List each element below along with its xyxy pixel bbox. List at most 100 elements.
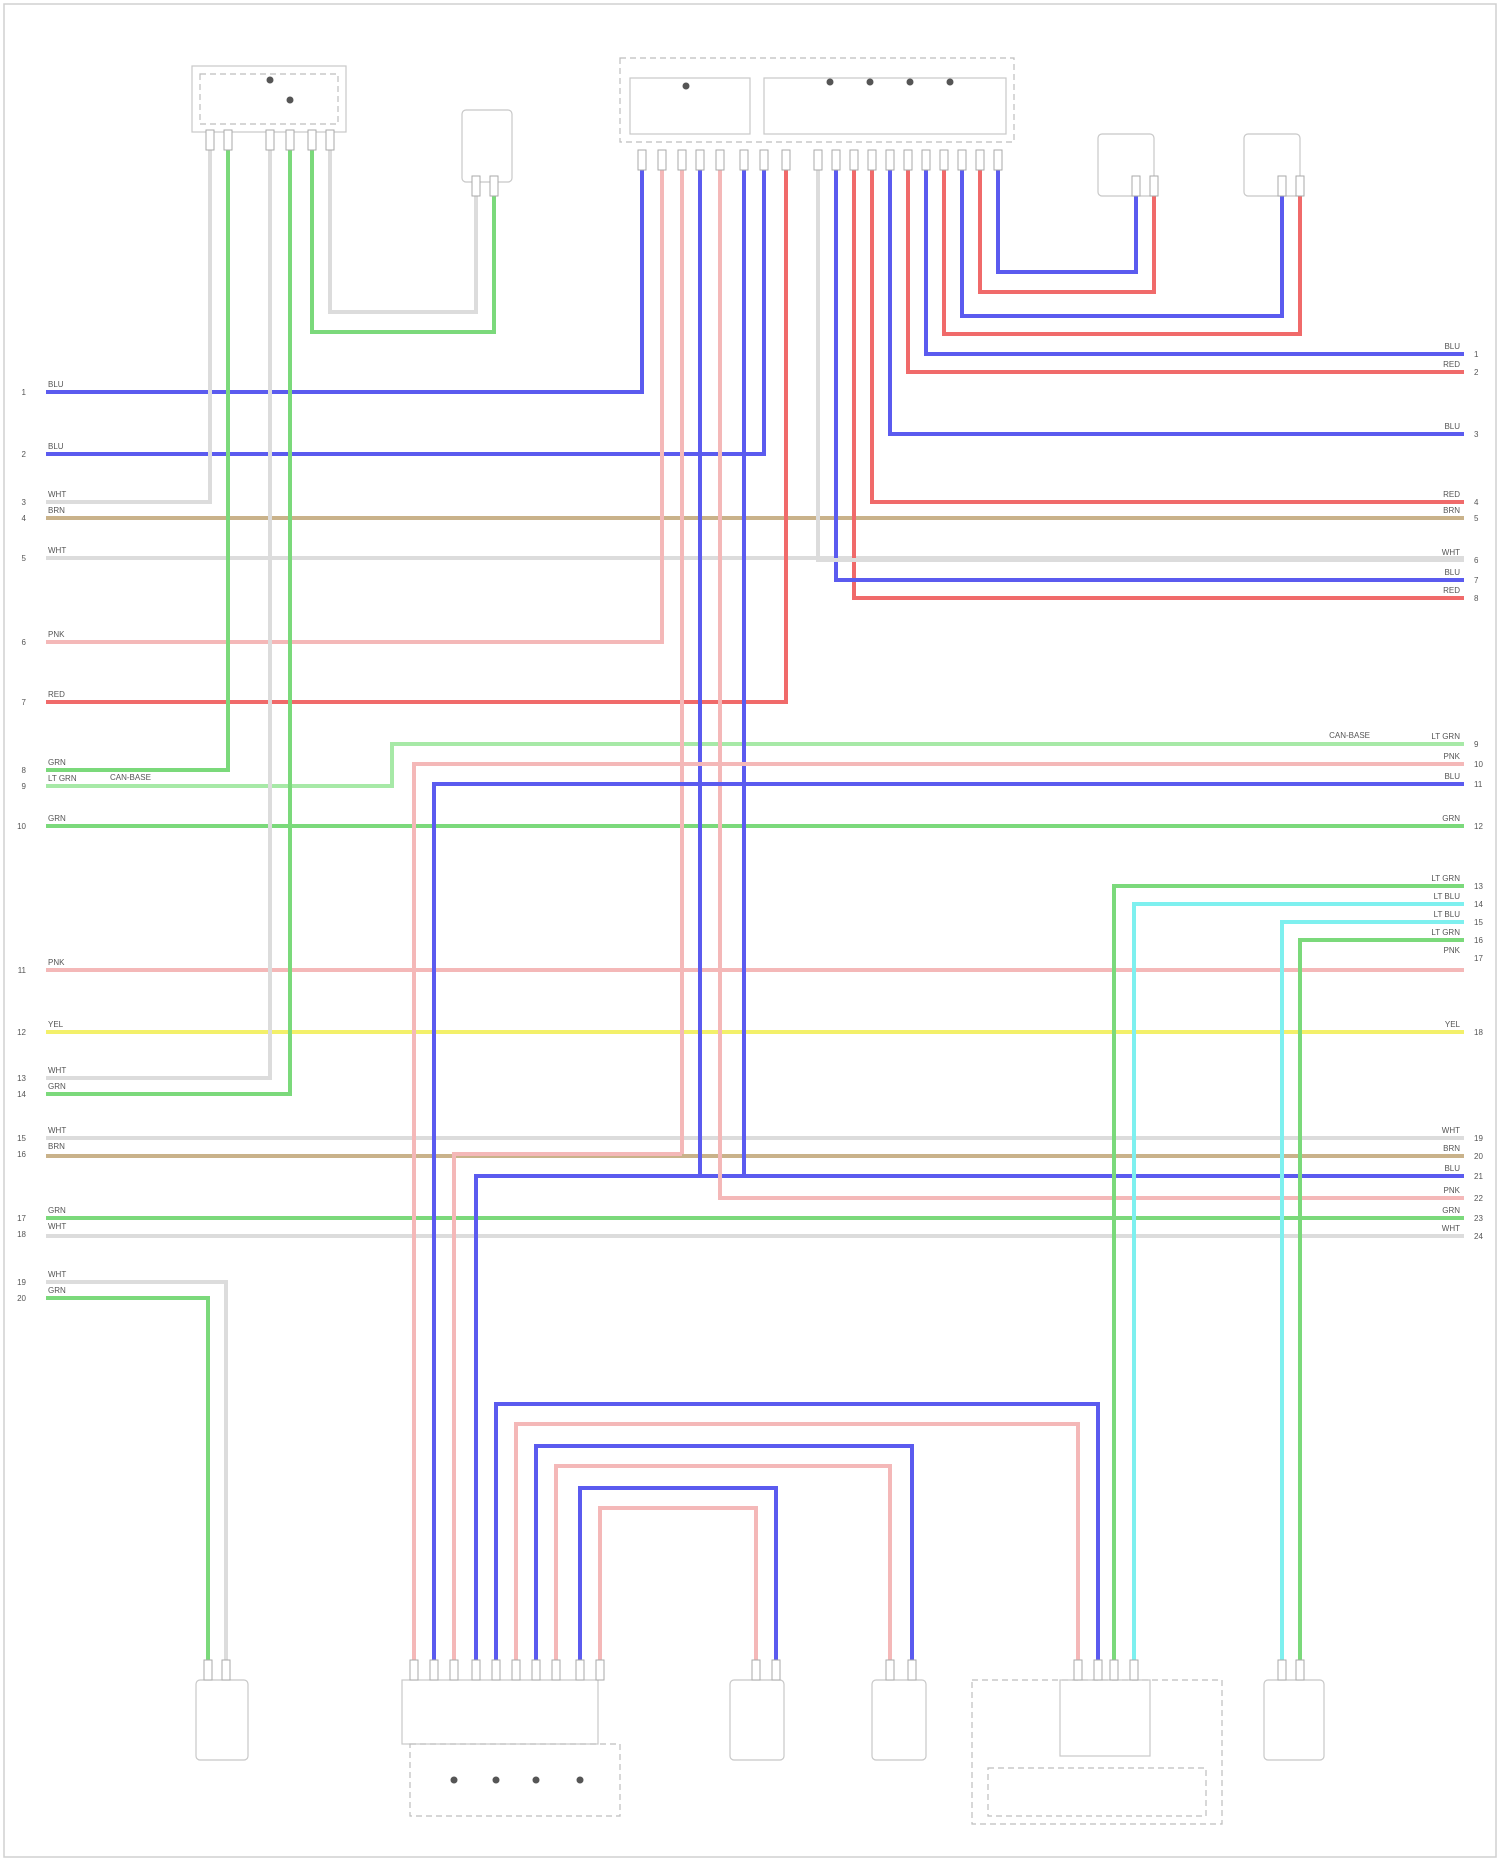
right-wire-number: 5 bbox=[1474, 514, 1479, 523]
top-e-pin bbox=[1278, 176, 1286, 196]
left-wire-number: 4 bbox=[22, 514, 27, 523]
top-a-pin bbox=[266, 130, 274, 150]
left-wire-number: 9 bbox=[22, 782, 27, 791]
can-splice-label-right: CAN-BASE bbox=[1329, 731, 1370, 740]
right-wire-color-label: YEL bbox=[1445, 1020, 1461, 1029]
splice-dot bbox=[493, 1777, 500, 1784]
left-wire-number: 5 bbox=[22, 554, 27, 563]
left-wire-number: 11 bbox=[18, 966, 27, 975]
left-wire-color-label: PNK bbox=[48, 958, 65, 967]
left-wire-number: 2 bbox=[22, 450, 27, 459]
wire-grn-20 bbox=[46, 1298, 208, 1660]
top-a-pin bbox=[308, 130, 316, 150]
top-b-pin bbox=[490, 176, 498, 196]
wire-grn-r13 bbox=[1114, 886, 1464, 1660]
wire-blu-2 bbox=[46, 150, 764, 454]
wire-wht-loop bbox=[330, 150, 476, 312]
left-wire-color-label: GRN bbox=[48, 814, 66, 823]
wire-red-r2 bbox=[908, 150, 1464, 372]
left-wire-color-label: RED bbox=[48, 690, 65, 699]
right-wire-number: 9 bbox=[1474, 740, 1479, 749]
right-wire-number: 19 bbox=[1474, 1134, 1483, 1143]
right-wire-number: 15 bbox=[1474, 918, 1483, 927]
wire-blu-r11 bbox=[434, 784, 1464, 1660]
left-wire-color-label: YEL bbox=[48, 1020, 64, 1029]
top-c-pin bbox=[868, 150, 876, 170]
wire-wht-3 bbox=[46, 150, 210, 502]
bot-e-pin bbox=[1130, 1660, 1138, 1680]
component-top-b bbox=[462, 110, 512, 182]
top-c-pin bbox=[814, 150, 822, 170]
left-wire-number: 18 bbox=[17, 1230, 26, 1239]
left-wire-number: 15 bbox=[17, 1134, 26, 1143]
top-c-pin bbox=[760, 150, 768, 170]
left-wire-color-label: BLU bbox=[48, 442, 64, 451]
left-wire-color-label: BRN bbox=[48, 506, 65, 515]
splice-dot bbox=[577, 1777, 584, 1784]
top-a-pin bbox=[206, 130, 214, 150]
bot-b-pin bbox=[492, 1660, 500, 1680]
left-wire-color-label: GRN bbox=[48, 1286, 66, 1295]
bot-e-pin bbox=[1074, 1660, 1082, 1680]
top-c-pin bbox=[678, 150, 686, 170]
top-c-pin bbox=[994, 150, 1002, 170]
right-wire-color-label: LT GRN bbox=[1431, 874, 1460, 883]
left-wire-number: 14 bbox=[17, 1090, 26, 1099]
bot-d-pin bbox=[886, 1660, 894, 1680]
right-wire-number: 17 bbox=[1474, 954, 1483, 963]
splice-dot bbox=[287, 97, 294, 104]
right-wire-color-label: RED bbox=[1443, 586, 1460, 595]
splice-dot bbox=[907, 79, 914, 86]
wire-pnk-c-loop bbox=[600, 1508, 756, 1660]
bot-b-pin bbox=[596, 1660, 604, 1680]
right-wire-number: 11 bbox=[1474, 780, 1483, 789]
right-wire-number: 21 bbox=[1474, 1172, 1483, 1181]
left-wire-number: 13 bbox=[17, 1074, 26, 1083]
top-e-pin bbox=[1296, 176, 1304, 196]
wire-group bbox=[46, 150, 1464, 1660]
bot-f-pin bbox=[1278, 1660, 1286, 1680]
splice-dot bbox=[867, 79, 874, 86]
component-bottom-b bbox=[402, 1680, 620, 1816]
left-wire-number: 16 bbox=[17, 1150, 26, 1159]
left-wire-number: 7 bbox=[22, 698, 27, 707]
wire-pnk-b bbox=[454, 1154, 682, 1660]
right-wire-number: 8 bbox=[1474, 594, 1479, 603]
top-c-pin bbox=[740, 150, 748, 170]
bot-c-pin bbox=[772, 1660, 780, 1680]
right-wire-color-label: LT BLU bbox=[1434, 910, 1461, 919]
right-wire-color-label: GRN bbox=[1442, 1206, 1460, 1215]
top-c-pin bbox=[716, 150, 724, 170]
component-top-e bbox=[1244, 134, 1300, 196]
bot-d-pin bbox=[908, 1660, 916, 1680]
right-wire-color-label: WHT bbox=[1442, 1224, 1460, 1233]
right-wire-color-label: PNK bbox=[1444, 752, 1461, 761]
bot-c-pin bbox=[752, 1660, 760, 1680]
right-wire-color-label: BLU bbox=[1444, 342, 1460, 351]
left-wire-number: 6 bbox=[22, 638, 27, 647]
top-c-pin bbox=[904, 150, 912, 170]
bot-e-pin bbox=[1094, 1660, 1102, 1680]
left-wire-color-label: WHT bbox=[48, 546, 66, 555]
component-bottom-e bbox=[972, 1680, 1222, 1824]
right-wire-color-label: BLU bbox=[1444, 568, 1460, 577]
bot-b-pin bbox=[576, 1660, 584, 1680]
left-wire-color-label: BLU bbox=[48, 380, 64, 389]
top-c-pin bbox=[922, 150, 930, 170]
left-wire-number: 1 bbox=[22, 388, 27, 397]
right-wire-number: 18 bbox=[1474, 1028, 1483, 1037]
right-wire-color-label: RED bbox=[1443, 490, 1460, 499]
top-c-pin bbox=[940, 150, 948, 170]
wire-blu-b bbox=[476, 1176, 700, 1660]
right-wire-number: 10 bbox=[1474, 760, 1483, 769]
wire-wht-19 bbox=[46, 1282, 226, 1660]
top-d-pin bbox=[1150, 176, 1158, 196]
right-wire-color-label: PNK bbox=[1444, 1186, 1461, 1195]
right-wire-color-label: WHT bbox=[1442, 1126, 1460, 1135]
top-c-pin bbox=[696, 150, 704, 170]
wire-pnk-d-loop bbox=[556, 1466, 890, 1660]
can-splice-label-left: CAN-BASE bbox=[110, 773, 151, 782]
left-wire-color-label: WHT bbox=[48, 1066, 66, 1075]
bot-f-pin bbox=[1296, 1660, 1304, 1680]
left-wire-color-label: GRN bbox=[48, 1206, 66, 1215]
